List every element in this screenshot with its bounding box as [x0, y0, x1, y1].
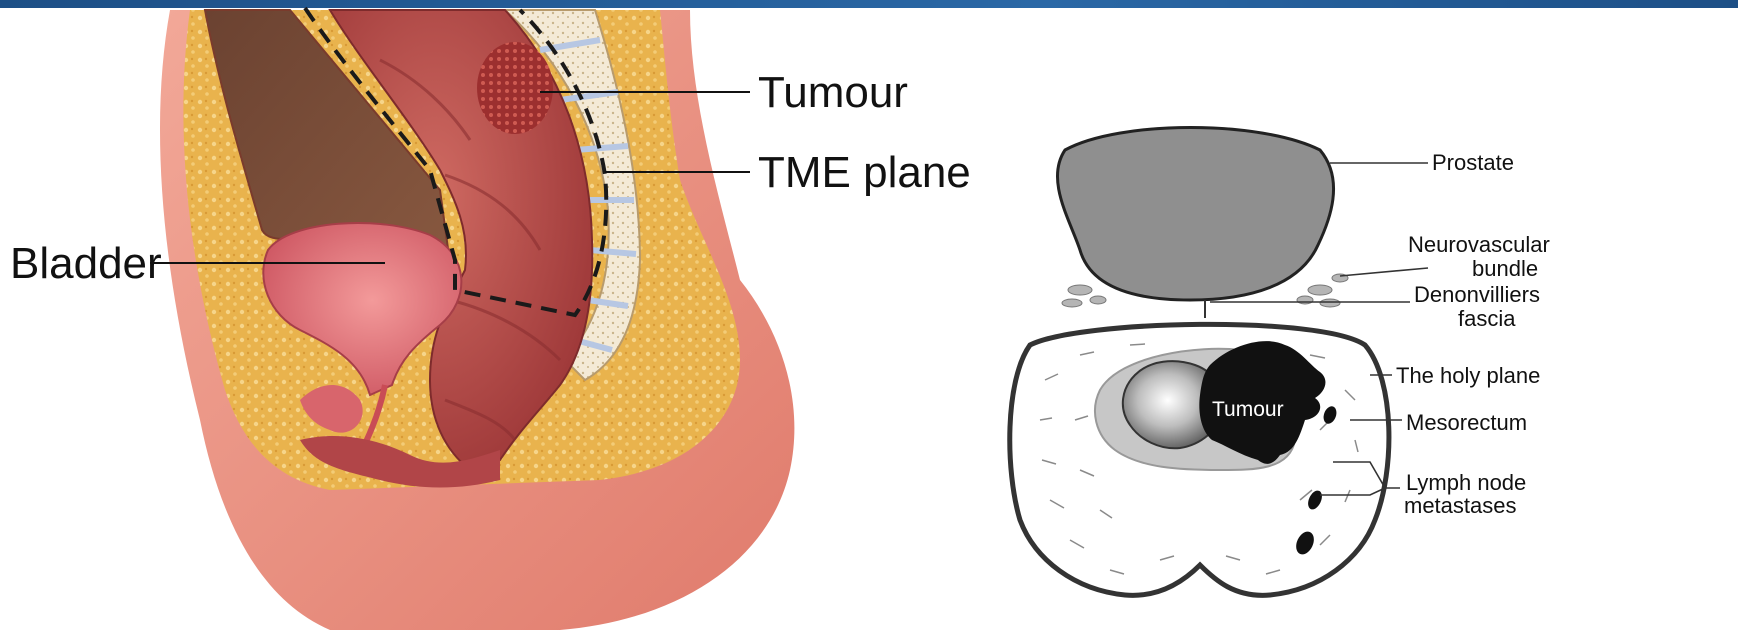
- label-denonvilliers-1: Denonvilliers: [1414, 282, 1540, 307]
- label-prostate: Prostate: [1432, 150, 1514, 175]
- label-neurovascular-2: bundle: [1472, 256, 1538, 281]
- label-denonvilliers-2: fascia: [1458, 306, 1516, 331]
- label-bladder: Bladder: [10, 239, 162, 288]
- label-mesorectum: Mesorectum: [1406, 410, 1527, 435]
- cross-section: Tumour Prostate Neurovascular bundle Den…: [1010, 128, 1550, 596]
- label-lymph-2: metastases: [1404, 493, 1517, 518]
- label-neurovascular-1: Neurovascular: [1408, 232, 1550, 257]
- label-tumour: Tumour: [758, 68, 908, 117]
- label-tme-plane: TME plane: [758, 148, 971, 197]
- sagittal-pelvis: Tumour TME plane Bladder: [10, 8, 971, 630]
- label-holy-plane: The holy plane: [1396, 363, 1540, 388]
- label-tumour-cross: Tumour: [1212, 398, 1284, 421]
- prostate: [1057, 128, 1333, 301]
- label-lymph-1: Lymph node: [1406, 470, 1526, 495]
- tumour-mass: [477, 42, 553, 134]
